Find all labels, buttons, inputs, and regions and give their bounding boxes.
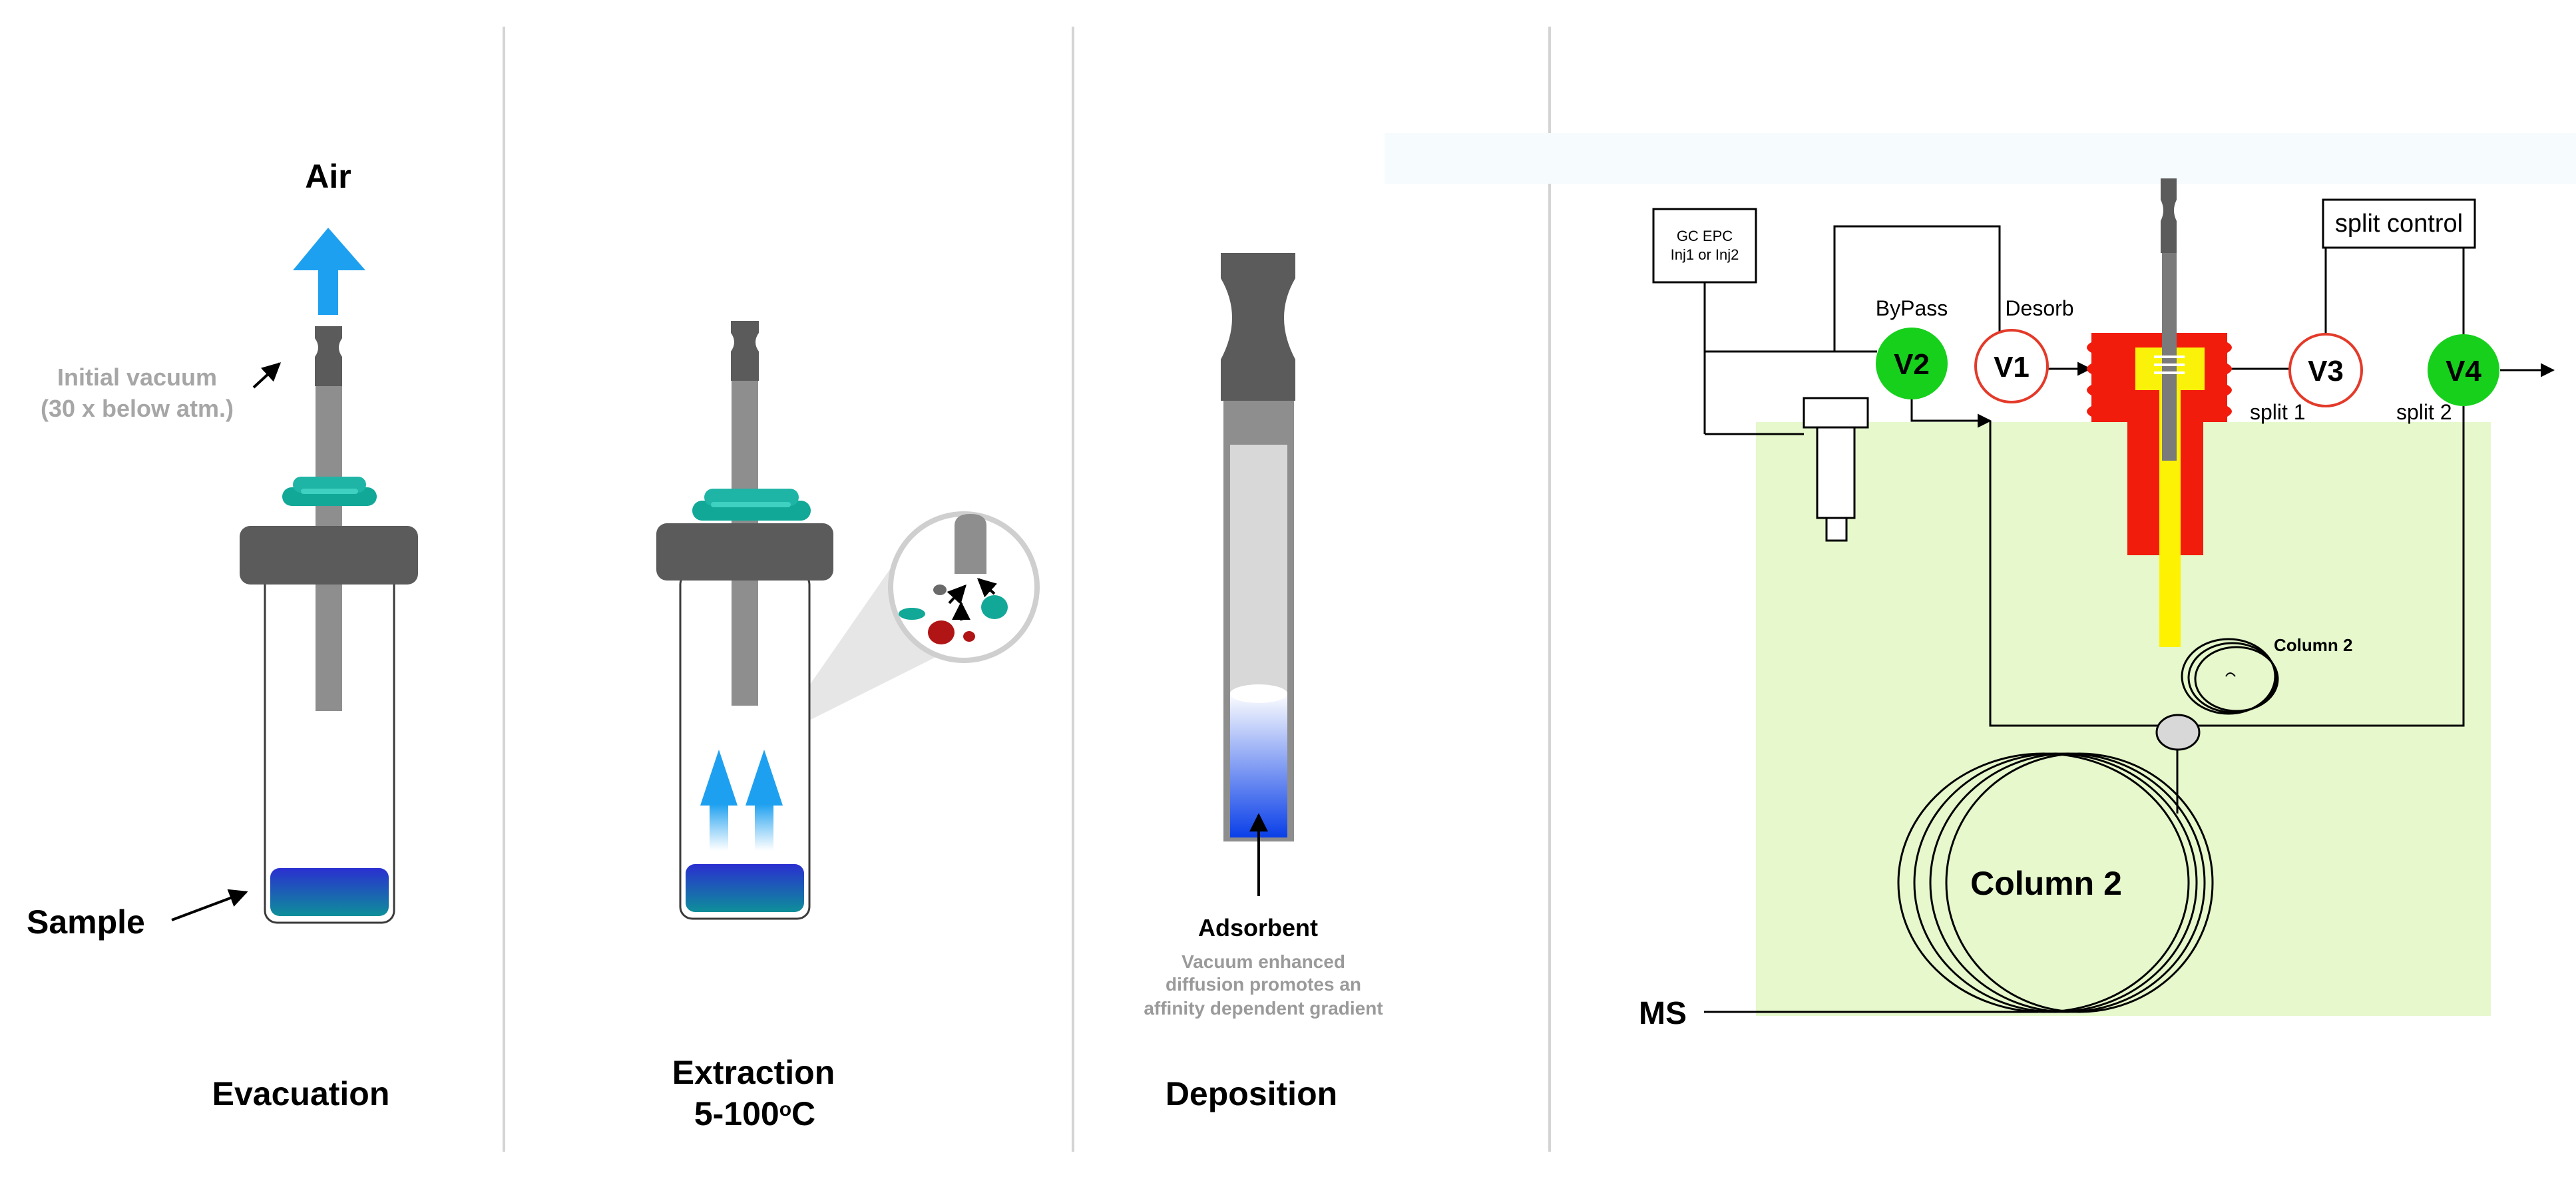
column-large-coil	[1897, 752, 2214, 1013]
sample-label: Sample	[27, 903, 145, 941]
deposition-caption-line3: affinity dependent gradient	[1144, 998, 1383, 1019]
valve-v3: V3	[2288, 333, 2363, 407]
evacuation-title: Evacuation	[212, 1075, 390, 1112]
panel-deposition: Adsorbent Vacuum enhanced diffusion prom…	[1144, 253, 1383, 1112]
needle-head	[1221, 253, 1295, 401]
gc-epc-line2: Inj1 or Inj2	[1671, 246, 1739, 263]
vacuum-label-line2: (30 x below atm.)	[41, 395, 234, 422]
column-union	[2155, 714, 2201, 751]
split2-label: split 2	[2396, 400, 2452, 424]
thermal-desorption-injector	[2087, 178, 2232, 647]
panel-gc-schematic: GC EPC Inj1 or Inj2 ByPass Desorb V2 V1 …	[1385, 133, 2576, 1031]
split-control-box	[2322, 198, 2476, 249]
panel-extraction: Extraction 5-100oC	[656, 321, 1040, 1132]
column-small-label: Column 2	[2274, 635, 2352, 655]
valve-v3-label: V3	[2308, 355, 2344, 387]
septum-icon	[692, 489, 811, 521]
deposition-caption-line1: Vacuum enhanced	[1181, 951, 1345, 972]
valve-v4: V4	[2428, 334, 2499, 406]
air-label: Air	[305, 158, 351, 195]
faint-banner	[1385, 133, 2576, 184]
bypass-injector-icon	[1803, 397, 1869, 542]
gc-oven	[1756, 422, 2491, 1016]
septum-icon	[282, 477, 377, 506]
sample-liquid	[686, 864, 804, 912]
gas-lines	[1703, 225, 2555, 1013]
valve-v4-label: V4	[2446, 355, 2481, 387]
column-large-label: Column 2	[1970, 865, 2122, 902]
split1-label: split 1	[2250, 400, 2306, 424]
bypass-label: ByPass	[1876, 296, 1948, 320]
vial-cap	[656, 523, 833, 581]
ms-label: MS	[1639, 996, 1687, 1031]
valve-v1: V1	[1974, 329, 2049, 403]
deposition-title: Deposition	[1166, 1075, 1337, 1112]
adsorbent-label: Adsorbent	[1198, 914, 1318, 941]
sample-liquid	[270, 868, 389, 916]
column-small-coil	[2181, 638, 2279, 715]
panel-evacuation: Air Initial vacuum (30 x below atm.) Sa	[27, 158, 418, 1112]
valve-v1-label: V1	[1994, 351, 2030, 383]
vial-cap	[240, 526, 418, 585]
extraction-title-line2: 5-100oC	[694, 1095, 815, 1132]
magnifier-icon	[888, 511, 1040, 663]
split-control-label: split control	[2335, 210, 2463, 238]
vacuum-label-line1: Initial vacuum	[57, 363, 217, 391]
vacuum-pointer-arrow	[252, 362, 282, 389]
needle-shaft	[316, 585, 342, 711]
needle-shaft	[732, 581, 758, 706]
deposition-caption-line2: diffusion promotes an	[1166, 974, 1361, 995]
air-up-arrow-icon	[293, 228, 365, 315]
gc-epc-box	[1652, 208, 1757, 284]
extraction-temp-range: 5-100	[694, 1095, 779, 1132]
adsorbent-top	[1230, 684, 1287, 703]
extraction-temp-unit: C	[791, 1095, 815, 1132]
gc-epc-line1: GC EPC	[1677, 228, 1733, 244]
extraction-degree-sup: o	[779, 1098, 791, 1120]
sample-pointer-arrow	[171, 889, 248, 921]
valve-v2-label: V2	[1894, 348, 1930, 381]
vapor-arrows-icon	[700, 750, 783, 851]
extraction-title-line1: Extraction	[672, 1054, 835, 1091]
valve-v2: V2	[1876, 328, 1948, 399]
desorb-label: Desorb	[2005, 296, 2073, 320]
